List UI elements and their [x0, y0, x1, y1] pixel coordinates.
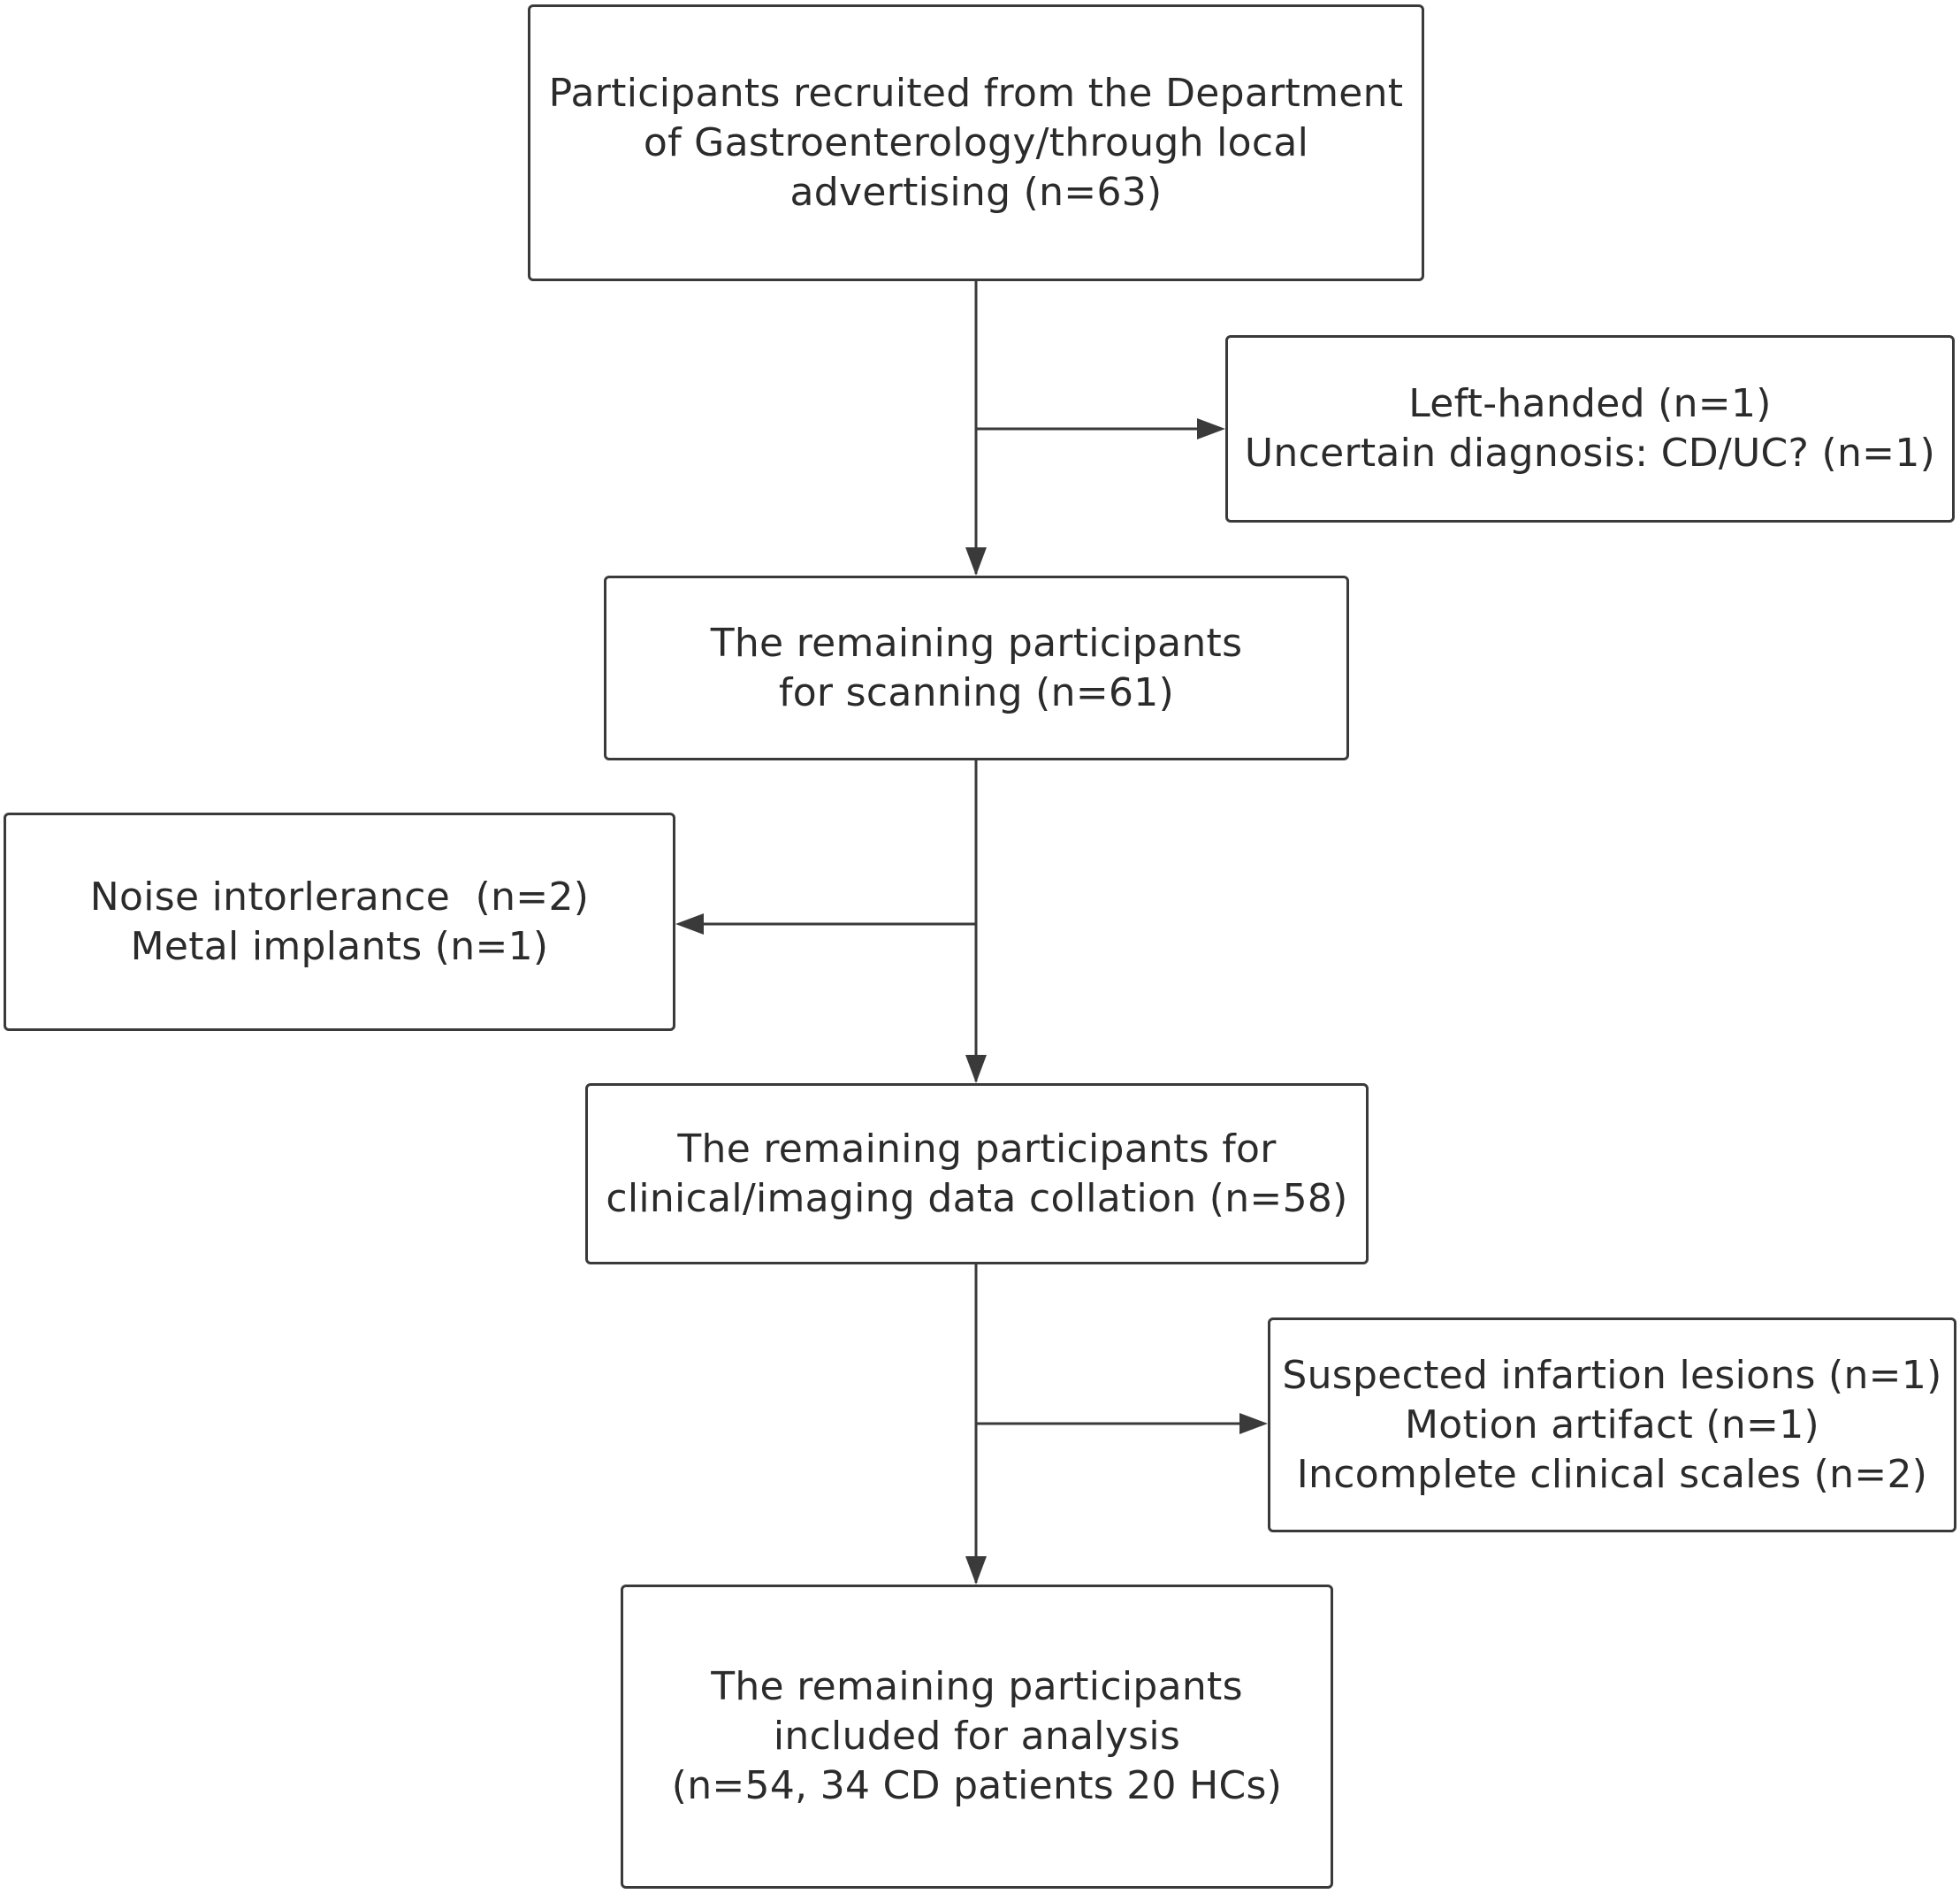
exclusion-3-line-3: Incomplete clinical scales (n=2) — [1296, 1451, 1928, 1497]
analysis-text-line-2: included for analysis — [773, 1714, 1181, 1759]
recruitment-text-line-2: of Gastroenterology/through local — [643, 119, 1309, 165]
exclusion-1-line-1: Left-handed (n=1) — [1408, 381, 1772, 426]
exclusion-1-line-2: Uncertain diagnosis: CD/UC? (n=1) — [1244, 431, 1936, 476]
analysis-box: The remaining participants included for … — [621, 1585, 1333, 1889]
scanning-text-line-1: The remaining participants — [710, 620, 1243, 666]
arrowhead-analysis — [965, 1556, 987, 1585]
exclusion-2-line-2: Metal implants (n=1) — [130, 923, 549, 969]
recruitment-box: Participants recruited from the Departme… — [528, 4, 1424, 281]
scanning-box: The remaining participants for scanning … — [604, 576, 1349, 760]
arrowhead-collation — [965, 1055, 987, 1083]
exclusion-3-line-1: Suspected infartion lesions (n=1) — [1282, 1352, 1942, 1398]
arrowhead-exclusion-3 — [1239, 1413, 1268, 1434]
scanning-text-line-2: for scanning (n=61) — [778, 669, 1175, 715]
recruitment-text-line-1: Participants recruited from the Departme… — [548, 70, 1404, 116]
collation-box: The remaining participants for clinical/… — [585, 1083, 1369, 1264]
collation-text-line-1: The remaining participants for — [677, 1126, 1277, 1172]
arrowhead-scanning — [965, 547, 987, 576]
arrowhead-exclusion-2 — [675, 913, 704, 935]
exclusion-box-2: Noise intorlerance (n=2) Metal implants … — [4, 813, 675, 1031]
exclusion-2-line-1: Noise intorlerance (n=2) — [89, 874, 590, 920]
exclusion-3-line-2: Motion artifact (n=1) — [1405, 1401, 1819, 1447]
exclusion-box-3: Suspected infartion lesions (n=1) Motion… — [1268, 1317, 1956, 1532]
recruitment-text-line-3: advertising (n=63) — [789, 169, 1163, 215]
collation-text-line-2: clinical/imaging data collation (n=58) — [606, 1175, 1348, 1221]
analysis-text-line-1: The remaining participants — [711, 1664, 1243, 1709]
exclusion-box-1: Left-handed (n=1) Uncertain diagnosis: C… — [1225, 335, 1955, 523]
arrowhead-exclusion-1 — [1197, 418, 1225, 439]
analysis-text-line-3: (n=54, 34 CD patients 20 HCs) — [671, 1763, 1283, 1808]
